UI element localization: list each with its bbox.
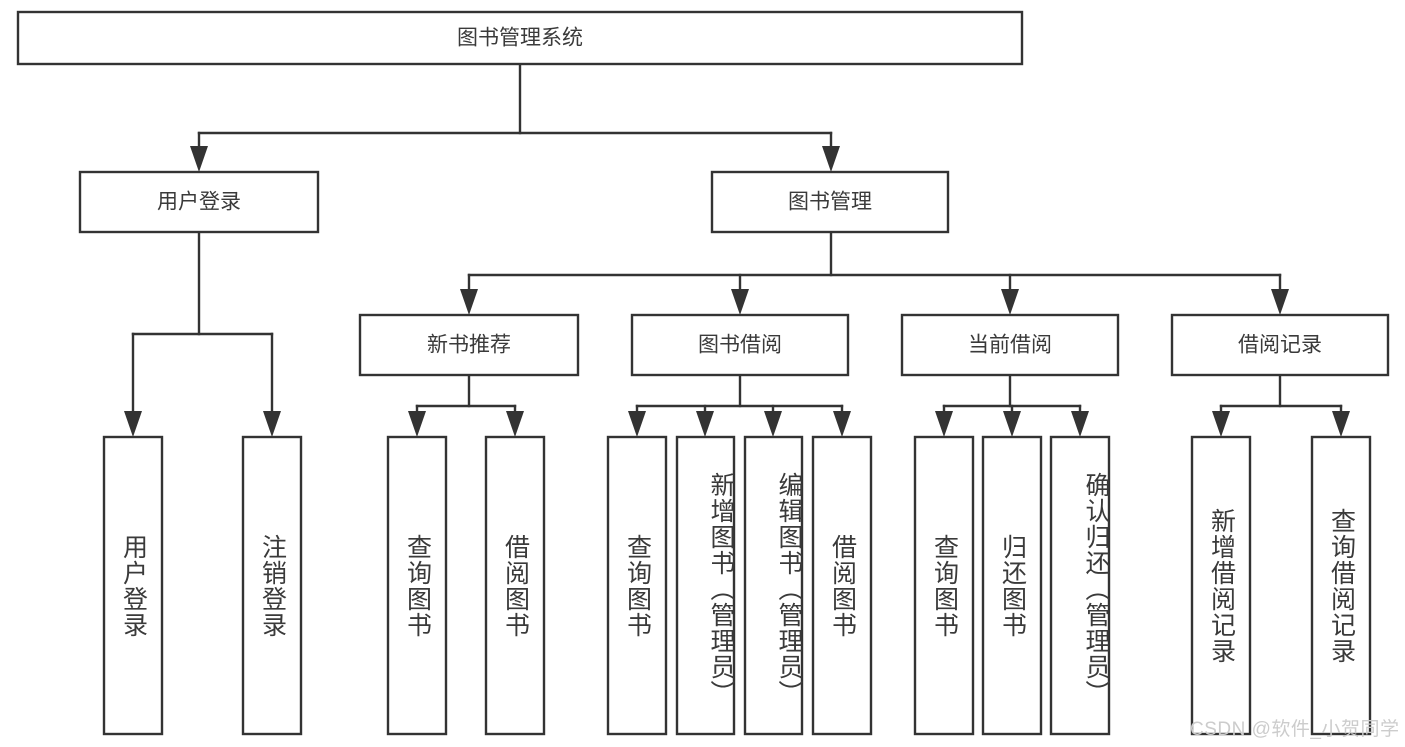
arrowhead-leaf-user-logout xyxy=(263,411,281,437)
arrowhead-book-borrow xyxy=(731,289,749,315)
leaf-box-edit-book-admin[interactable] xyxy=(743,435,804,736)
node-user-login[interactable]: 用户登录 xyxy=(78,170,320,234)
node-box-book-management[interactable] xyxy=(710,170,950,234)
node-box-root[interactable] xyxy=(16,10,1024,66)
arrowhead-leaf-query-borrow-record xyxy=(1332,411,1350,437)
node-box-book-borrow[interactable] xyxy=(630,313,850,377)
leaf-box-borrow-book[interactable] xyxy=(811,435,873,736)
node-borrow-record[interactable]: 借阅记录 xyxy=(1170,313,1390,377)
arrowhead-leaf-return-book xyxy=(1003,411,1021,437)
arrowhead-new-book-recommend xyxy=(460,289,478,315)
node-label-book-management: 图书管理 xyxy=(788,191,872,214)
arrowhead-leaf-confirm-return-admin xyxy=(1071,411,1089,437)
node-label-root: 图书管理系统 xyxy=(457,27,583,50)
arrowhead-current-borrow xyxy=(1001,289,1019,315)
node-root[interactable]: 图书管理系统 xyxy=(16,10,1024,66)
arrowhead-leaf-add-book-admin xyxy=(696,411,714,437)
leaf-box-confirm-return-admin[interactable] xyxy=(1049,435,1111,736)
arrowhead-leaf-query-book-current xyxy=(935,411,953,437)
arrowhead-leaf-add-borrow-record xyxy=(1212,411,1230,437)
connector-group-borrow-record xyxy=(1212,373,1350,437)
arrowhead-user-login xyxy=(190,146,208,172)
leaf-box-group xyxy=(102,435,1372,736)
arrowhead-borrow-record xyxy=(1271,289,1289,315)
node-box-borrow-record[interactable] xyxy=(1170,313,1390,377)
arrowhead-leaf-edit-book-admin xyxy=(764,411,782,437)
arrowhead-leaf-borrow-book xyxy=(833,411,851,437)
node-book-management[interactable]: 图书管理 xyxy=(710,170,950,234)
node-new-book-recommend[interactable]: 新书推荐 xyxy=(358,313,580,377)
leaf-box-query-book-rec[interactable] xyxy=(386,435,448,736)
leaf-box-return-book[interactable] xyxy=(981,435,1043,736)
leaf-box-add-borrow-record[interactable] xyxy=(1190,435,1252,736)
node-book-borrow[interactable]: 图书借阅 xyxy=(630,313,850,377)
node-label-new-book-recommend: 新书推荐 xyxy=(427,334,511,357)
leaf-box-borrow-book-rec[interactable] xyxy=(484,435,546,736)
connector-group-new-book-recommend xyxy=(408,373,524,437)
node-label-user-login: 用户登录 xyxy=(157,191,241,214)
leaf-box-add-book-admin[interactable] xyxy=(675,435,736,736)
node-label-book-borrow: 图书借阅 xyxy=(698,334,782,357)
node-box-current-borrow[interactable] xyxy=(900,313,1120,377)
leaf-box-user-login[interactable] xyxy=(102,435,164,736)
arrowhead-leaf-user-login xyxy=(124,411,142,437)
leaf-box-query-book-borrow[interactable] xyxy=(606,435,668,736)
arrowhead-book-management xyxy=(822,146,840,172)
leaf-box-query-book-current[interactable] xyxy=(913,435,975,736)
node-current-borrow[interactable]: 当前借阅 xyxy=(900,313,1120,377)
leaf-box-user-logout[interactable] xyxy=(241,435,303,736)
node-box-user-login[interactable] xyxy=(78,170,320,234)
connector-group-book-borrow xyxy=(628,373,851,437)
node-box-new-book-recommend[interactable] xyxy=(358,313,580,377)
connector-group-user-login xyxy=(124,230,281,437)
node-label-borrow-record: 借阅记录 xyxy=(1238,334,1322,357)
node-label-current-borrow: 当前借阅 xyxy=(968,334,1052,357)
connector-group-root xyxy=(190,62,840,172)
arrowhead-leaf-query-book-rec xyxy=(408,411,426,437)
csdn-watermark: CSDN @软件_小贺同学 xyxy=(1190,719,1400,740)
connector-group-current-borrow xyxy=(935,373,1089,437)
connector-group-book-management xyxy=(460,230,1289,315)
leaf-box-query-borrow-record[interactable] xyxy=(1310,435,1372,736)
arrowhead-leaf-query-book-borrow xyxy=(628,411,646,437)
arrowhead-leaf-borrow-book-rec xyxy=(506,411,524,437)
